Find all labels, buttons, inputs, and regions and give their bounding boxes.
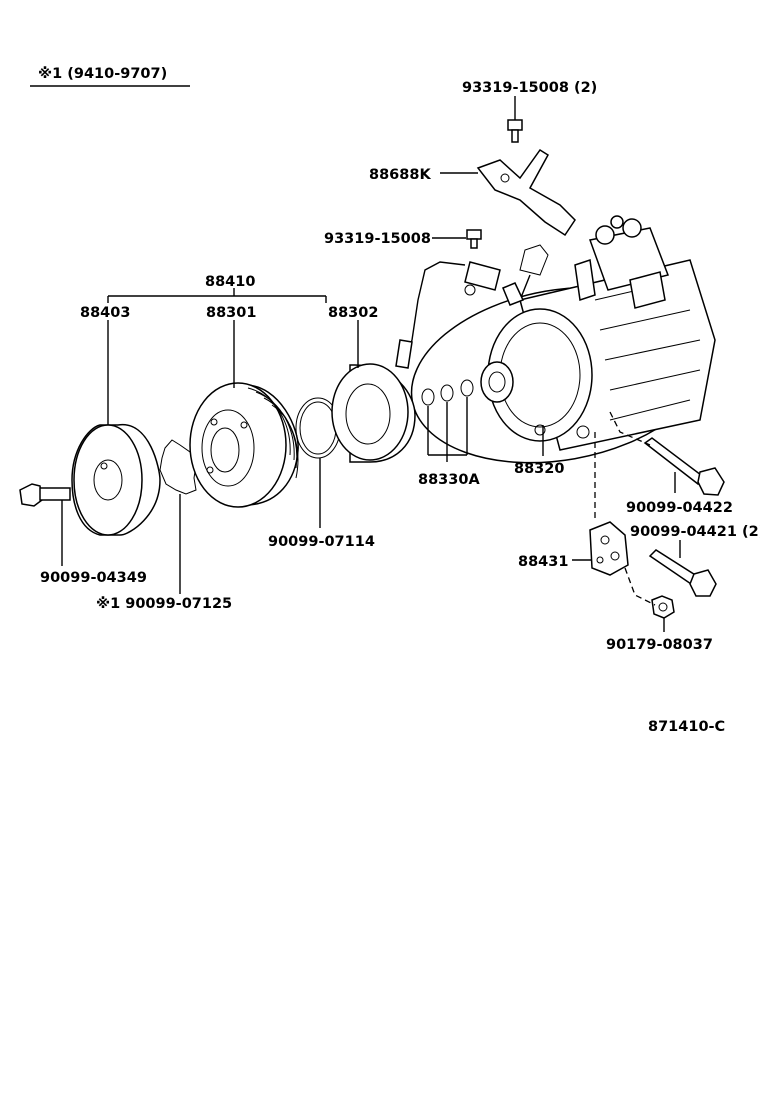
label-88403: 88403	[80, 305, 130, 321]
label-90179-08037: 90179-08037	[606, 637, 713, 653]
label-90099-04422: 90099-04422	[626, 500, 733, 516]
label-90099-07114: 90099-07114	[268, 534, 375, 550]
label-88688K: 88688K	[369, 167, 431, 183]
header-note: ※1 (9410-9707)	[38, 66, 167, 82]
shim-ring-90099-07125	[159, 439, 197, 495]
pulley-88301	[189, 382, 299, 508]
label-90099-04349: 90099-04349	[40, 570, 147, 586]
bolt-90099-04421	[648, 549, 717, 597]
bolt-90099-04422	[643, 437, 725, 496]
bracket-88688K	[476, 148, 576, 237]
label-93319-15008-2: 93319-15008 (2)	[462, 80, 597, 96]
leader-lines	[61, 96, 681, 632]
bolt-90099-04349	[19, 483, 71, 507]
field-coil-88302	[331, 363, 416, 463]
label-90099-07125: ※1 90099-07125	[96, 596, 232, 612]
label-88330A: 88330A	[418, 472, 480, 488]
compressor-assembly	[395, 215, 716, 464]
label-93319-15008: 93319-15008	[324, 231, 431, 247]
bolt-93319-top	[507, 119, 523, 143]
label-88302: 88302	[328, 305, 378, 321]
label-90099-04421: 90099-04421 (2)	[630, 524, 760, 540]
shims-88330A	[421, 379, 474, 406]
bolt-93319-mid	[466, 229, 482, 249]
label-88410: 88410	[205, 274, 255, 290]
bracket-88431	[589, 521, 629, 576]
clutch-hub-88403	[71, 424, 161, 536]
nut-90179-08037	[651, 595, 675, 619]
label-88320: 88320	[514, 461, 564, 477]
diagram-code: 871410-C	[648, 719, 725, 735]
label-88431: 88431	[518, 554, 568, 570]
label-88301: 88301	[206, 305, 256, 321]
